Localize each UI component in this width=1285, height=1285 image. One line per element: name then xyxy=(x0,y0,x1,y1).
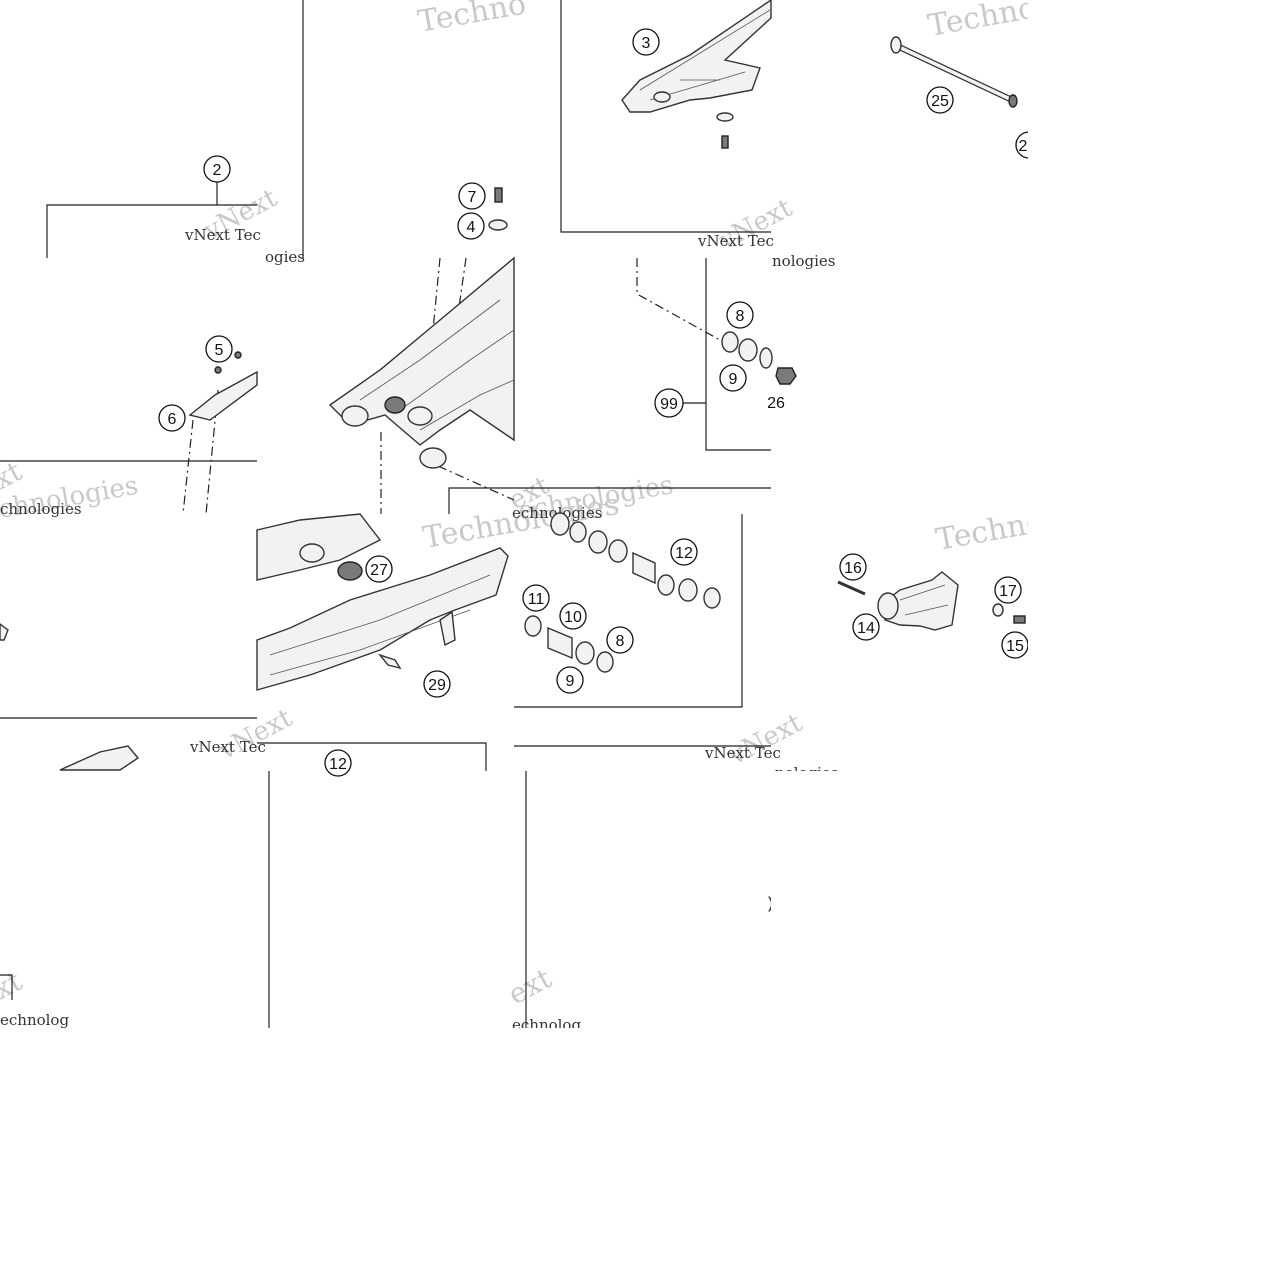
callout-9-upper: 9 xyxy=(719,364,747,392)
watermark-technologies-1: Techno xyxy=(415,0,528,40)
callout-4-label: 4 xyxy=(467,219,476,236)
chain-guide-part xyxy=(837,571,1026,631)
callout-26-cropped: 26 xyxy=(767,395,785,412)
watermark-technologies-2: Techno xyxy=(925,0,1038,44)
callout-12-bottom-label: 12 xyxy=(329,756,347,773)
bearing-kit-upper-part xyxy=(721,331,797,385)
callout-27-label: 27 xyxy=(370,562,388,579)
stamp-chnologies-3: chnologies xyxy=(0,500,82,518)
stamp-ogies-1: ogies xyxy=(265,248,305,266)
chain-slider-part xyxy=(621,0,772,113)
callout-15: 15 xyxy=(1001,631,1029,659)
bearing-kit-lower-part xyxy=(524,512,721,673)
callout-14-label: 14 xyxy=(857,620,875,637)
callout-8-lower-label: 8 xyxy=(616,633,625,650)
callout-12-right: 12 xyxy=(670,538,698,566)
swingarm-lower-part xyxy=(256,513,509,691)
callout-16: 16 xyxy=(839,553,867,581)
leader-lines xyxy=(0,0,771,1028)
edge-fragment-part xyxy=(0,623,9,641)
callout-8-upper-label: 8 xyxy=(736,308,745,325)
chain-guard-part xyxy=(188,351,258,421)
bolt-washer-part-3 xyxy=(716,112,734,149)
callout-3: 3 xyxy=(632,28,660,56)
callout-9-lower: 9 xyxy=(556,666,584,694)
watermark-vnext-3: ext xyxy=(503,961,558,1011)
stamp-vnext-5: vNext Tec xyxy=(189,738,266,756)
slider-fragment-part xyxy=(59,745,140,771)
callout-25: 25 xyxy=(926,86,954,114)
callout-11-label: 11 xyxy=(528,591,545,608)
callout-9-upper-label: 9 xyxy=(729,371,738,388)
callout-cropped-paren: ) xyxy=(768,895,773,912)
callout-2-label: 2 xyxy=(213,162,222,179)
callout-10: 10 xyxy=(559,602,587,630)
screw-part-7 xyxy=(494,187,503,203)
callout-15-label: 15 xyxy=(1006,638,1024,655)
watermark-vnext-2: xt xyxy=(0,964,28,1006)
callout-25-label: 25 xyxy=(931,93,949,110)
callout-12-right-label: 12 xyxy=(675,545,693,562)
watermark-vnext-8: vNext xyxy=(723,708,807,772)
callout-17-label: 17 xyxy=(999,583,1017,600)
watermark-vnext-7: vNext xyxy=(213,703,297,767)
callout-5-label: 5 xyxy=(215,342,224,359)
callout-6: 6 xyxy=(158,404,186,432)
stamp-vnext-2: vNext Tec xyxy=(697,232,774,250)
plug-part-4 xyxy=(488,219,508,231)
callout-cropped-paren-label: ) xyxy=(768,895,773,912)
callout-2-cropped-label: 2 xyxy=(1019,138,1028,155)
callout-8-upper: 8 xyxy=(726,301,754,329)
callout-3-label: 3 xyxy=(642,35,651,52)
parts-layer xyxy=(0,0,1026,771)
stamp-vnext-1: vNext Tec xyxy=(184,226,261,244)
callout-12-bottom: 12 xyxy=(324,749,352,777)
callout-9-lower-label: 9 xyxy=(566,673,575,690)
callout-7-label: 7 xyxy=(468,189,477,206)
callout-16-label: 16 xyxy=(844,560,862,577)
stamp-nologies-2: nologies xyxy=(772,252,836,270)
axle-part xyxy=(890,36,1018,108)
callout-layer: 2 3 4 5 6 7 8 8 9 9 10 11 12 12 14 15 16… xyxy=(158,28,1049,912)
callout-99: 99 xyxy=(654,388,684,418)
callout-10-label: 10 xyxy=(564,609,582,626)
stamp-echnolog-8: echnolog xyxy=(0,1011,69,1029)
callout-29-label: 29 xyxy=(428,677,446,694)
swingarm-part xyxy=(328,256,515,469)
callout-8-lower: 8 xyxy=(606,626,634,654)
callout-26-cropped-label: 26 xyxy=(767,395,785,412)
callout-7: 7 xyxy=(458,182,486,210)
callout-6-label: 6 xyxy=(168,411,177,428)
callout-11: 11 xyxy=(522,584,550,612)
stamp-vnext-6: vNext Tec xyxy=(704,744,781,762)
callout-99-label: 99 xyxy=(660,396,678,413)
callout-14: 14 xyxy=(852,613,880,641)
callout-5: 5 xyxy=(205,335,233,363)
callout-27: 27 xyxy=(365,555,393,583)
callout-29: 29 xyxy=(423,670,451,698)
callout-2: 2 xyxy=(203,155,231,183)
callout-17: 17 xyxy=(994,576,1022,604)
callout-4: 4 xyxy=(457,212,485,240)
